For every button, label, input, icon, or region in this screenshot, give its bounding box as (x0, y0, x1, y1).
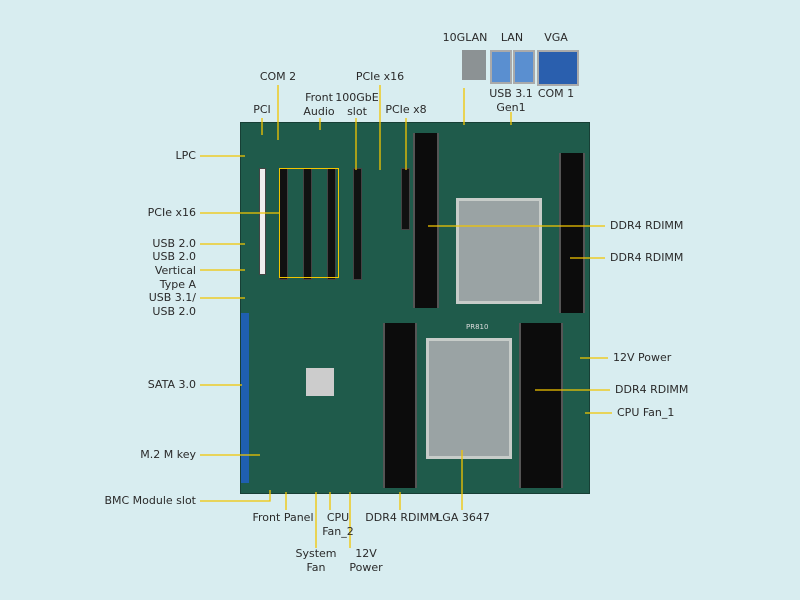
lan-usb-port (490, 50, 512, 84)
label-front-panel: Front Panel (252, 511, 314, 524)
dimm-bank (519, 323, 563, 488)
cpu-socket (426, 338, 512, 459)
bmc-chip (306, 368, 334, 396)
pci-slot (259, 168, 266, 275)
label-line: 12V (355, 547, 377, 560)
label-pcie-x8: PCIe x8 (385, 103, 427, 116)
pcie-slot (353, 168, 362, 280)
label-pcie-x16-top: PCIe x16 (355, 70, 405, 83)
label-ddr4-bottom: DDR4 RDIMM (365, 511, 439, 524)
label-line: Gen1 (496, 101, 526, 114)
label-lpc: LPC (175, 149, 196, 162)
dimm-bank (559, 153, 585, 313)
label-vga: VGA (544, 31, 568, 44)
label-10glan: 10GLAN (442, 31, 488, 44)
label-ddr4-1: DDR4 RDIMM (610, 219, 684, 232)
label-bmc: BMC Module slot (104, 494, 196, 507)
label-line: Fan_2 (322, 525, 354, 538)
label-lga3647: LGA 3647 (436, 511, 490, 524)
vga-com-port (537, 50, 579, 86)
label-line: USB 2.0 (152, 250, 196, 263)
label-line: USB 3.1/ (148, 291, 196, 304)
label-line: CPU (326, 511, 350, 524)
label-sata: SATA 3.0 (147, 378, 196, 391)
dimm-bank (383, 323, 417, 488)
sata-ports (241, 313, 249, 483)
label-line: slot (347, 105, 367, 118)
label-m2: M.2 M key (140, 448, 196, 461)
board-model: PR810 (466, 323, 489, 331)
cpu-socket (456, 198, 542, 304)
label-line: Power (349, 561, 383, 574)
label-line: Vertical (154, 264, 196, 277)
label-ddr4-2: DDR4 RDIMM (610, 251, 684, 264)
label-line: Fan (306, 561, 326, 574)
label-pcie-x16: PCIe x16 (147, 206, 196, 219)
label-cpu-fan1: CPU Fan_1 (617, 406, 675, 419)
label-line: System (295, 547, 337, 560)
label-com1: COM 1 (537, 87, 575, 100)
label-ddr4-3: DDR4 RDIMM (615, 383, 689, 396)
pcie-highlight (279, 168, 339, 278)
label-line: Audio (303, 105, 335, 118)
label-lan: LAN (500, 31, 524, 44)
label-12v-power: 12V Power (613, 351, 672, 364)
label-line: USB 3.1 (489, 87, 533, 100)
label-line: 100GbE (335, 91, 379, 104)
lan-usb-port (513, 50, 535, 84)
label-line: Type A (159, 278, 196, 291)
label-pci: PCI (253, 103, 271, 116)
10glan-port (462, 50, 486, 80)
dimm-bank (413, 133, 439, 308)
label-usb20: USB 2.0 (152, 237, 196, 250)
label-line: USB 2.0 (152, 305, 196, 318)
motherboard: PR810 (240, 122, 590, 494)
label-com2: COM 2 (259, 70, 297, 83)
label-line: Front (305, 91, 333, 104)
label-usb31: USB 3.1/USB 2.0 (149, 291, 196, 319)
